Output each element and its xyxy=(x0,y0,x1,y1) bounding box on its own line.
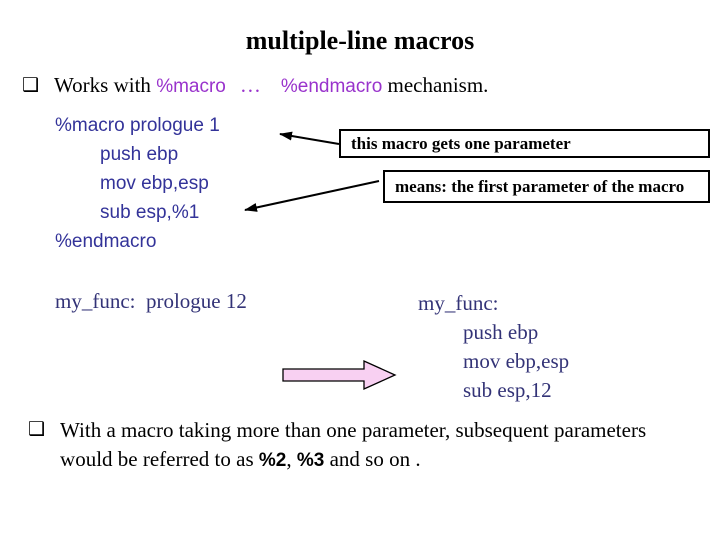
code-line: %endmacro xyxy=(55,231,157,252)
callout-first-parameter-text: means: the first parameter of the macro xyxy=(395,176,685,196)
macro-definition-code: %macro prologue 1 push ebp mov ebp,esp s… xyxy=(55,111,220,256)
bullet2-text-part1: With a macro taking more than one parame… xyxy=(60,418,647,471)
callout-one-parameter-text: this macro gets one parameter xyxy=(351,133,571,153)
bullet1-text-after: mechanism. xyxy=(382,73,489,97)
callout-one-parameter: this macro gets one parameter xyxy=(339,129,710,158)
callout-first-parameter: means: the first parameter of the macro xyxy=(383,170,710,203)
arrow-to-percent1-icon xyxy=(244,180,380,212)
code-line: %macro prologue 1 xyxy=(55,115,220,136)
bullet1-text-before: Works with xyxy=(54,73,157,97)
square-bullet-icon: ❑ xyxy=(28,418,46,440)
expansion-line: sub esp,12 xyxy=(463,378,552,402)
slide-title: multiple-line macros xyxy=(245,26,475,55)
bullet-item-multiple-params: ❑ With a macro taking more than one para… xyxy=(28,416,675,475)
bullet2-text: With a macro taking more than one parame… xyxy=(60,416,675,475)
pink-block-arrow-icon xyxy=(282,359,397,391)
macro-expansion-code: my_func: push ebp mov ebp,esp sub esp,12 xyxy=(418,289,569,405)
bullet2-separator: , xyxy=(286,447,297,471)
endmacro-keyword: %endmacro xyxy=(280,76,383,97)
bullet2-text-part2: and so on . xyxy=(324,447,421,471)
macro-keyword: %macro xyxy=(156,76,226,97)
code-line: push ebp xyxy=(100,144,179,165)
expansion-line: push ebp xyxy=(463,320,539,344)
square-bullet-icon: ❑ xyxy=(22,74,40,96)
param3-keyword: %3 xyxy=(296,450,325,471)
code-line: sub esp,%1 xyxy=(100,202,200,223)
param2-keyword: %2 xyxy=(258,450,287,471)
bullet1-text: Works with %macro … %endmacro mechanism. xyxy=(54,72,488,100)
expansion-label: my_func: xyxy=(418,291,499,315)
macro-invocation-text: my_func: prologue 12 xyxy=(55,289,247,313)
expansion-line: mov ebp,esp xyxy=(463,349,570,373)
ellipsis-text: … xyxy=(239,73,261,97)
code-line: mov ebp,esp xyxy=(100,173,209,194)
bullet-item-works-with: ❑ Works with %macro … %endmacro mechanism. xyxy=(22,72,488,100)
arrow-to-macro-header-icon xyxy=(279,131,340,145)
